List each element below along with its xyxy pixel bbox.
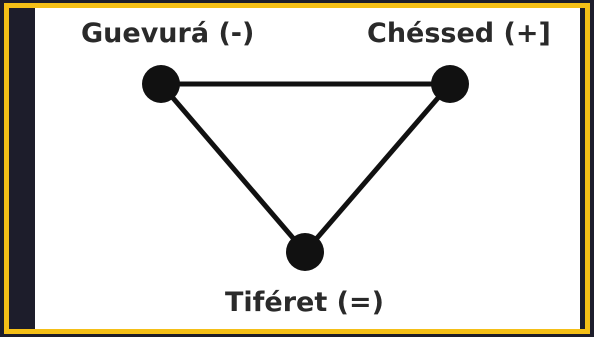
node-chessed [431,65,469,103]
node-guevura [142,65,180,103]
label-tiferet: Tiféret (=) [225,287,384,318]
edge-guevura-tiferet [159,82,307,254]
label-chessed: Chéssed (+] [367,18,551,49]
edge-chessed-tiferet [303,82,452,254]
diagram-panel: Guevurá (-) Chéssed (+] Tiféret (=) [35,8,580,329]
node-tiferet [286,233,324,271]
triad-diagram: Guevurá (-) Chéssed (+] Tiféret (=) [81,18,551,318]
label-guevura: Guevurá (-) [81,18,254,49]
diagram-frame: Guevurá (-) Chéssed (+] Tiféret (=) [4,3,590,334]
